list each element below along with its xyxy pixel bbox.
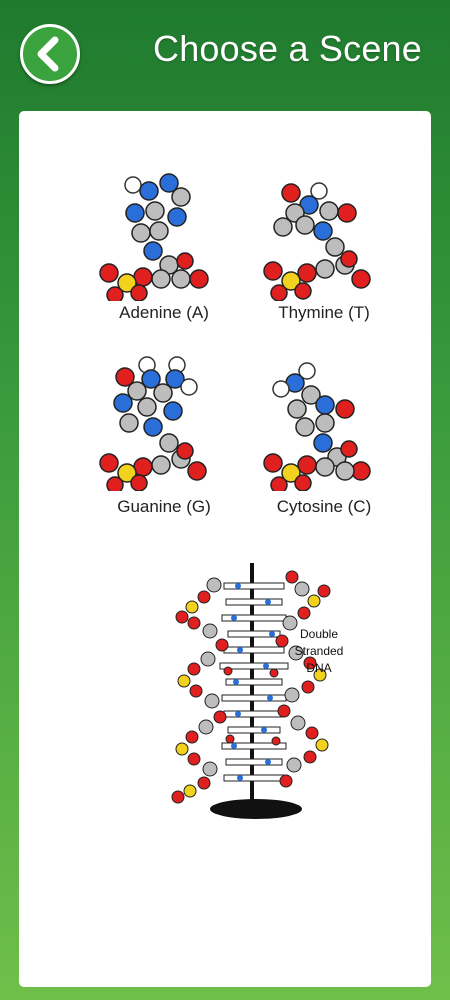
scene-cytosine[interactable]: Cytosine (C) bbox=[249, 351, 399, 523]
guanine-molecule-icon bbox=[99, 356, 207, 491]
cytosine-molecule-icon bbox=[263, 362, 371, 491]
scene-label-thymine: Thymine (T) bbox=[278, 303, 370, 322]
adenine-molecule-icon bbox=[99, 173, 209, 301]
header: Choose a Scene bbox=[0, 0, 450, 105]
scene-label-adenine: Adenine (A) bbox=[119, 303, 209, 322]
scene-adenine[interactable]: Adenine (A) bbox=[89, 161, 239, 331]
scene-panel: Adenine (A) bbox=[19, 111, 431, 987]
scene-double-stranded-dna[interactable] bbox=[164, 561, 334, 827]
dna-label: Double Stranded DNA bbox=[279, 626, 359, 677]
scene-guanine[interactable]: Guanine (G) bbox=[89, 351, 239, 523]
thymine-molecule-icon bbox=[263, 182, 371, 301]
dna-helix-icon bbox=[171, 563, 331, 819]
dna-label-line-2: Stranded bbox=[294, 644, 344, 658]
dna-label-line-1: Double bbox=[299, 627, 339, 641]
chevron-left-icon bbox=[37, 36, 59, 72]
back-button[interactable] bbox=[20, 24, 80, 84]
scene-thymine[interactable]: Thymine (T) bbox=[249, 161, 399, 331]
scene-label-guanine: Guanine (G) bbox=[117, 497, 211, 516]
dna-label-line-3: DNA bbox=[306, 661, 332, 675]
scene-label-cytosine: Cytosine (C) bbox=[276, 497, 372, 516]
page-title: Choose a Scene bbox=[153, 28, 422, 69]
